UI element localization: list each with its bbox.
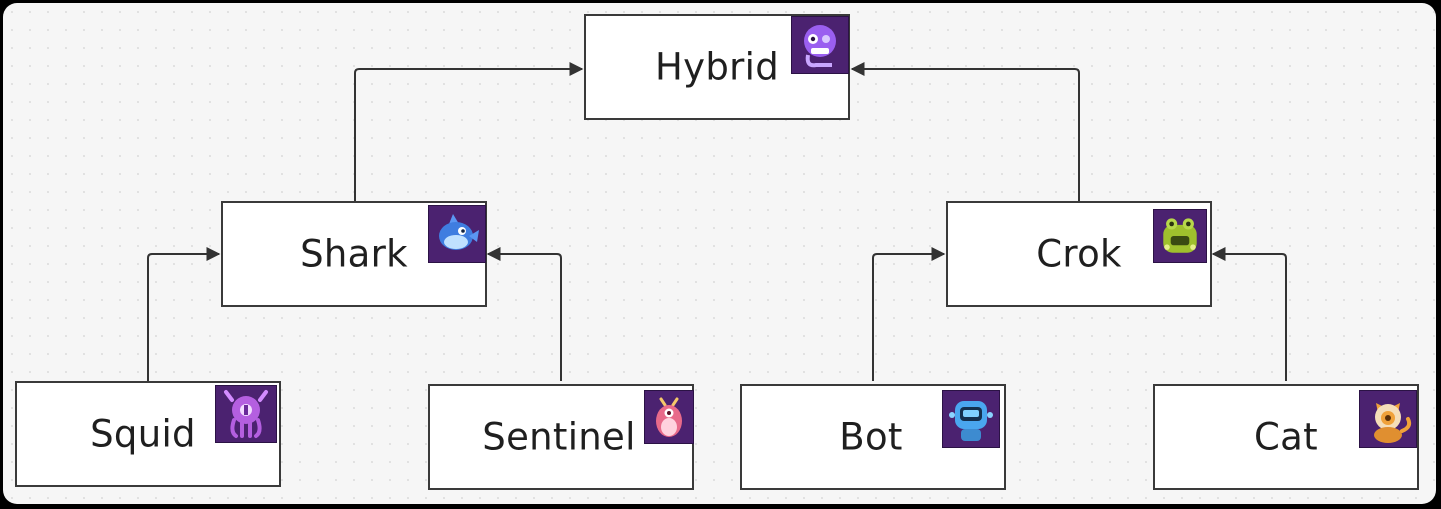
connector-squid-to-shark bbox=[147, 247, 221, 381]
hybrid-creature-icon bbox=[791, 16, 849, 74]
node-sentinel-label: Sentinel bbox=[482, 415, 636, 459]
node-cat-label: Cat bbox=[1254, 415, 1318, 459]
shark-creature-icon bbox=[428, 205, 486, 263]
connector-cat-to-crok bbox=[1211, 247, 1287, 381]
node-hybrid-label: Hybrid bbox=[655, 45, 779, 89]
crok-creature-icon bbox=[1153, 209, 1207, 263]
bot-creature-icon bbox=[942, 390, 1000, 448]
node-crok[interactable]: Crok bbox=[946, 201, 1212, 307]
node-cat[interactable]: Cat bbox=[1153, 384, 1419, 490]
connector-bot-to-crok bbox=[872, 247, 946, 381]
squid-creature-icon bbox=[215, 385, 277, 443]
connector-layer bbox=[147, 62, 1287, 381]
connector-shark-to-hybrid bbox=[354, 62, 584, 201]
node-bot-label: Bot bbox=[839, 415, 903, 459]
connector-crok-to-hybrid bbox=[850, 62, 1080, 201]
node-shark-label: Shark bbox=[300, 232, 408, 276]
node-squid[interactable]: Squid bbox=[15, 381, 281, 487]
node-squid-label: Squid bbox=[90, 412, 196, 456]
node-bot[interactable]: Bot bbox=[740, 384, 1006, 490]
diagram-canvas: Hybrid Shark Crok bbox=[3, 3, 1436, 504]
node-hybrid[interactable]: Hybrid bbox=[584, 14, 850, 120]
node-shark[interactable]: Shark bbox=[221, 201, 487, 307]
cat-creature-icon bbox=[1359, 390, 1417, 448]
connector-sentinel-to-shark bbox=[486, 247, 562, 381]
sentinel-creature-icon bbox=[644, 390, 694, 444]
node-sentinel[interactable]: Sentinel bbox=[428, 384, 694, 490]
node-crok-label: Crok bbox=[1036, 232, 1122, 276]
